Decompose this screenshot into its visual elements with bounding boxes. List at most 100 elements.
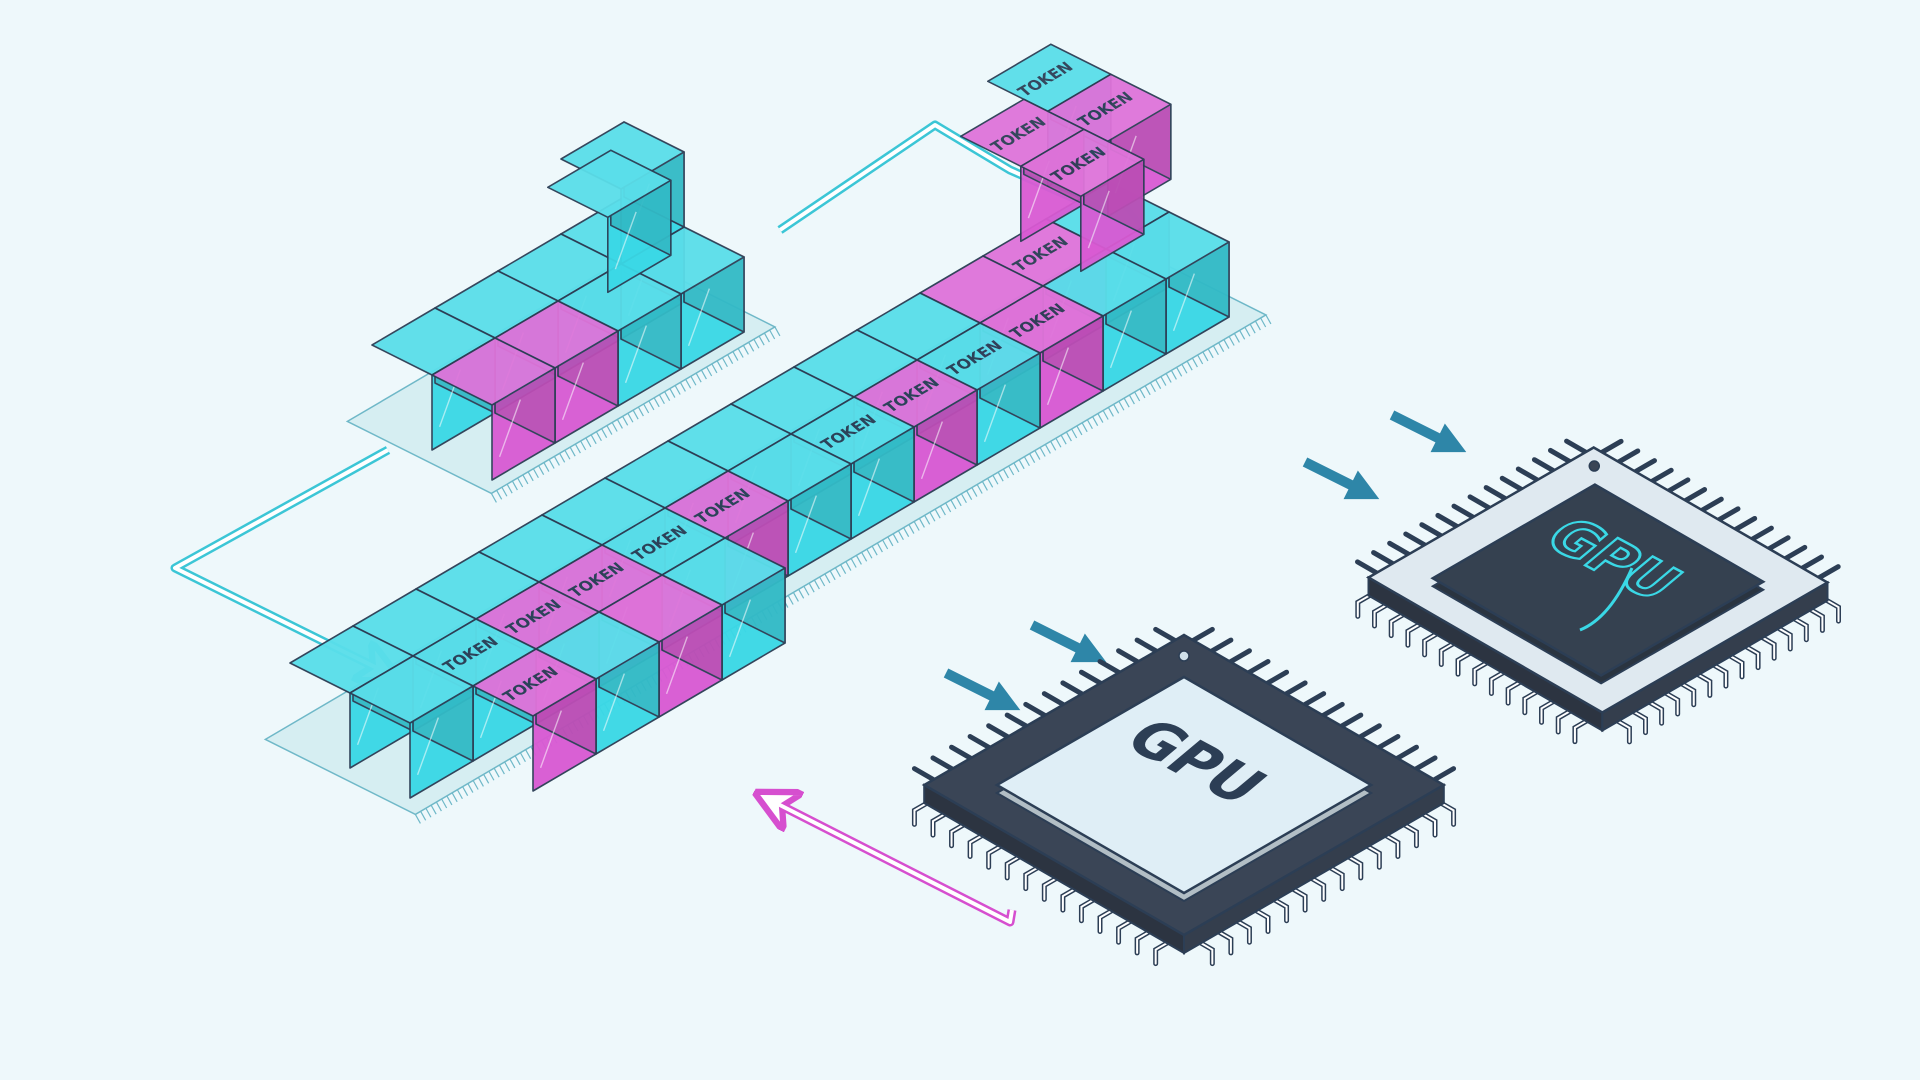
base-hatch: [1039, 447, 1046, 457]
base-hatch: [493, 767, 500, 778]
base-hatch: [706, 366, 713, 377]
token-block: TOKEN: [979, 285, 1104, 429]
base-hatch: [509, 758, 516, 769]
base-hatch: [1212, 345, 1219, 356]
block-glint: [1046, 347, 1070, 406]
base-hatch: [595, 431, 602, 442]
gpu-pin: [1435, 512, 1460, 529]
gpu-pin: [1357, 723, 1382, 740]
gpu-pin: [1116, 648, 1141, 665]
base-hatch: [504, 761, 511, 772]
base-hatch: [606, 425, 613, 435]
base-hatch: [430, 804, 437, 815]
base-hatch: [1233, 333, 1240, 343]
base-hatch: [1228, 336, 1235, 346]
gpu-pin: [1078, 669, 1103, 686]
block-glint: [665, 636, 689, 695]
block-glint: [728, 599, 752, 658]
gpu-pin: [1733, 515, 1758, 532]
flow-arrow-left: [173, 448, 389, 674]
base-hatch: [769, 329, 776, 340]
base-hatch: [1065, 431, 1072, 442]
base-hatch: [590, 434, 597, 445]
base-hatch: [803, 585, 810, 596]
gpu-pin: [1283, 680, 1308, 697]
gpu-chip-front: [911, 626, 1457, 967]
base-hatch: [908, 524, 915, 534]
base-hatch: [934, 508, 941, 519]
block-top-face: [546, 149, 672, 219]
base-hatch: [525, 749, 532, 759]
base-hatch: [472, 780, 479, 790]
base-hatch: [627, 412, 634, 423]
gpu-pin: [1616, 448, 1641, 465]
gpu-pin: [1766, 535, 1791, 552]
gpu-pin: [1227, 648, 1252, 665]
base-hatch: [616, 419, 623, 429]
base-hatch: [850, 558, 857, 568]
gpu-pin: [1515, 466, 1540, 483]
gpu-pin: [1041, 691, 1066, 708]
base-hatch: [1029, 453, 1036, 463]
cache-block: [620, 226, 745, 370]
base-hatch: [1139, 388, 1146, 399]
cache-block: [1105, 211, 1230, 355]
block-glint: [561, 362, 585, 421]
gpu-pin: [1547, 447, 1573, 464]
base-hatch: [913, 521, 920, 531]
gpu-pin: [1649, 467, 1674, 484]
base-hatch: [1197, 354, 1204, 365]
base-hatch: [501, 486, 508, 497]
cache-block: [535, 611, 660, 755]
base-hatch: [866, 548, 873, 559]
base-hatch: [435, 801, 442, 812]
block-top-face: [431, 337, 556, 406]
block-glint: [794, 495, 818, 554]
gpu-pin: [986, 723, 1011, 740]
base-hatch: [774, 326, 781, 337]
gpu-die: [994, 675, 1374, 895]
base-hatch: [727, 354, 734, 364]
cache-block: [494, 300, 619, 444]
gpu-pin: [1531, 457, 1556, 474]
base-hatch: [840, 564, 847, 574]
base-hatch: [1123, 397, 1130, 408]
base-hatch: [519, 752, 526, 763]
base-hatch: [695, 372, 702, 383]
base-hatch: [451, 792, 458, 803]
base-hatch: [787, 595, 794, 605]
base-hatch: [1118, 400, 1125, 411]
gpu-pin: [1394, 744, 1419, 761]
base-hatch: [1107, 407, 1114, 417]
gpu-pin: [1699, 496, 1724, 513]
base-hatch: [580, 440, 587, 451]
base-hatch: [514, 755, 521, 766]
base-hatch: [648, 400, 655, 411]
base-hatch: [855, 555, 862, 565]
base-hatch: [1086, 419, 1093, 430]
block-top-face: [1019, 128, 1145, 198]
cache-block: [1042, 248, 1167, 392]
gpu-pin: [1060, 680, 1085, 697]
base-hatch: [824, 573, 831, 584]
base-hatch: [1128, 394, 1135, 405]
base-hatch: [1191, 357, 1198, 368]
base-hatch: [918, 518, 925, 528]
gpu-pin: [1783, 544, 1808, 561]
gpu-swoosh-icon: [1579, 567, 1634, 632]
gpu-pin: [1023, 701, 1048, 718]
base-hatch: [1265, 314, 1272, 325]
base-hatch: [1076, 425, 1083, 436]
gpu-pin: [1564, 438, 1589, 455]
base-hatch: [861, 552, 868, 562]
base-hatch: [543, 462, 550, 472]
base-hatch: [819, 576, 826, 587]
gpu-pin: [1599, 438, 1624, 455]
block-glint: [687, 288, 711, 347]
cache-block-row-main: TOKENTOKENTOKENTOKENTOKENTOKENTOKENTOKEN…: [289, 181, 1230, 799]
base-hatch: [1218, 342, 1225, 352]
base-hatch: [1202, 351, 1209, 362]
base-hatch: [1186, 360, 1193, 371]
base-hatch: [685, 379, 692, 389]
base-hatch: [679, 382, 686, 392]
